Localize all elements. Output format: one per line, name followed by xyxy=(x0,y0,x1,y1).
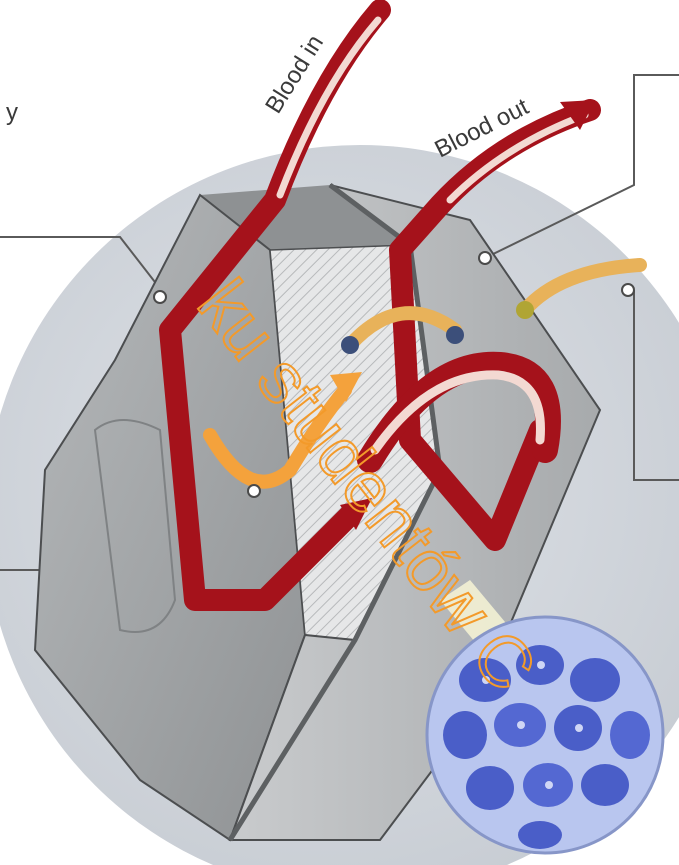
duct-opening-mid xyxy=(446,326,464,344)
callout-dot-right-mid xyxy=(622,284,634,296)
left-partial-label: y xyxy=(6,99,18,126)
callout-dot-orange xyxy=(248,485,260,497)
duct-opening-right xyxy=(516,301,534,319)
duct-opening-left xyxy=(341,336,359,354)
callout-dot-right-top xyxy=(479,252,491,264)
callout-dot-left xyxy=(154,291,166,303)
